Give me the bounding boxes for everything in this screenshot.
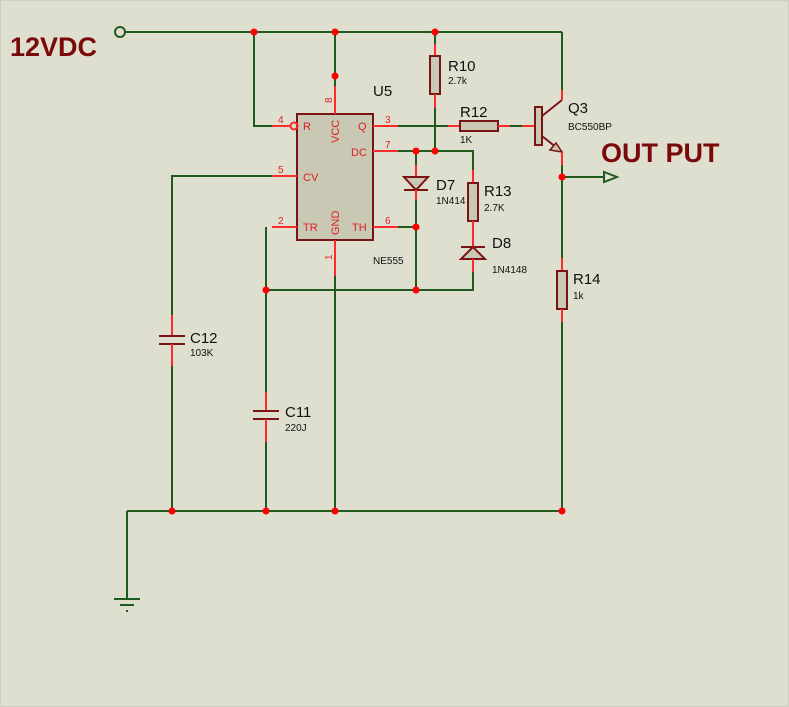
junction-dot — [412, 147, 420, 155]
u5-pin-num-1: 1 — [324, 254, 335, 260]
r14-value: 1k — [573, 291, 585, 302]
u5-pin-num-7: 7 — [385, 140, 391, 151]
u5-pin-num-5: 5 — [278, 165, 284, 176]
r13-body — [467, 182, 479, 222]
q3-base-bar — [534, 106, 543, 146]
junction-dot — [250, 28, 258, 36]
u5-pin-num-2: 2 — [278, 216, 284, 227]
junctions — [168, 28, 566, 515]
r13-ref: R13 — [484, 183, 512, 200]
u5-ne555[interactable]: R VCC Q DC CV TR GND TH 4 8 3 7 5 2 6 1 — [272, 86, 398, 276]
u5-pin-num-8: 8 — [324, 97, 335, 103]
resistor-r10[interactable] — [429, 44, 441, 108]
wire-cv — [171, 175, 272, 315]
diode-d8[interactable] — [458, 235, 488, 272]
u5-pin-name-q: Q — [358, 121, 367, 133]
junction-dot — [331, 507, 339, 515]
wires — [125, 31, 604, 598]
u5-pin-name-cv: CV — [303, 172, 319, 184]
wire-d8-bottom — [266, 272, 474, 291]
u5-ref: U5 — [373, 83, 392, 100]
u5-value: NE555 — [373, 256, 404, 267]
ground-symbol-icon — [114, 598, 140, 612]
q3-value: BC550BP — [568, 122, 612, 133]
c11-ref: C11 — [285, 404, 311, 421]
u5-pin-name-gnd: GND — [330, 211, 342, 236]
r14-ref: R14 — [573, 271, 601, 288]
junction-dot — [431, 147, 439, 155]
u5-pin-num-4: 4 — [278, 115, 284, 126]
u5-pin-name-tr: TR — [303, 222, 318, 234]
u5-pin-num-3: 3 — [385, 115, 391, 126]
r12-value: 1K — [460, 135, 473, 146]
emitter-arrow-icon — [548, 141, 564, 154]
supply-label: 12VDC — [10, 32, 97, 62]
resistor-r13[interactable] — [467, 170, 479, 235]
u5-pin-name-dc: DC — [351, 147, 367, 159]
resistor-r14[interactable] — [556, 258, 568, 322]
q3-ref: Q3 — [568, 100, 588, 117]
c11-value: 220J — [285, 423, 307, 434]
junction-dot — [558, 507, 566, 515]
r12-body — [459, 120, 499, 132]
u5-pin-name-vcc: VCC — [330, 120, 342, 143]
d7-ref: D7 — [436, 177, 455, 194]
r10-value: 2.7k — [448, 76, 468, 87]
d8-ref: D8 — [492, 235, 511, 252]
reset-inversion-bubble-icon — [289, 121, 299, 131]
output-arrow-icon — [603, 170, 620, 184]
junction-dot — [412, 286, 420, 294]
junction-dot — [168, 507, 176, 515]
r14-body — [556, 270, 568, 310]
d8-triangle — [458, 245, 488, 260]
c12-value: 103K — [190, 348, 214, 359]
u5-pin-name-r: R — [303, 121, 311, 133]
terminal-circle-icon — [114, 26, 126, 38]
diode-d7[interactable] — [401, 165, 431, 200]
junction-dot — [431, 28, 439, 36]
r10-ref: R10 — [448, 58, 476, 75]
transistor-q3[interactable] — [522, 90, 564, 165]
junction-dot — [331, 28, 339, 36]
c12-ref: C12 — [190, 330, 218, 347]
output-terminal[interactable] — [603, 170, 620, 184]
junction-dot — [558, 173, 566, 181]
junction-dot — [262, 507, 270, 515]
d8-value: 1N4148 — [492, 265, 527, 276]
supply-terminal[interactable] — [114, 26, 126, 38]
wire-reset — [253, 32, 272, 127]
capacitor-c11[interactable] — [253, 392, 279, 442]
r12-ref: R12 — [460, 104, 488, 121]
r13-value: 2.7K — [484, 203, 505, 214]
junction-dot — [412, 223, 420, 231]
u5-pin-name-th: TH — [352, 222, 367, 234]
d7-triangle — [401, 176, 431, 192]
u5-pin-num-6: 6 — [385, 216, 391, 227]
output-label: OUT PUT — [601, 138, 720, 168]
d7-value: 1N414 — [436, 196, 466, 207]
junction-dot — [262, 286, 270, 294]
wire-dc — [398, 150, 474, 170]
capacitor-c12[interactable] — [159, 315, 185, 366]
resistor-r12[interactable] — [448, 120, 510, 132]
junction-dot — [331, 72, 339, 80]
r10-body — [429, 55, 441, 95]
